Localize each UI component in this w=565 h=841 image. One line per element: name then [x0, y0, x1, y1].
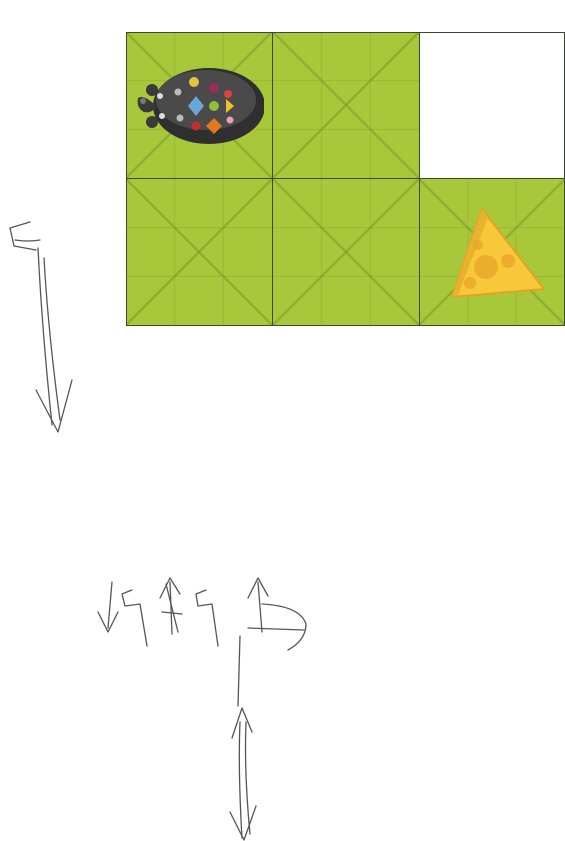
- pencil-instruction-icons: [98, 578, 306, 840]
- pencil-arrow-icon: [10, 222, 72, 432]
